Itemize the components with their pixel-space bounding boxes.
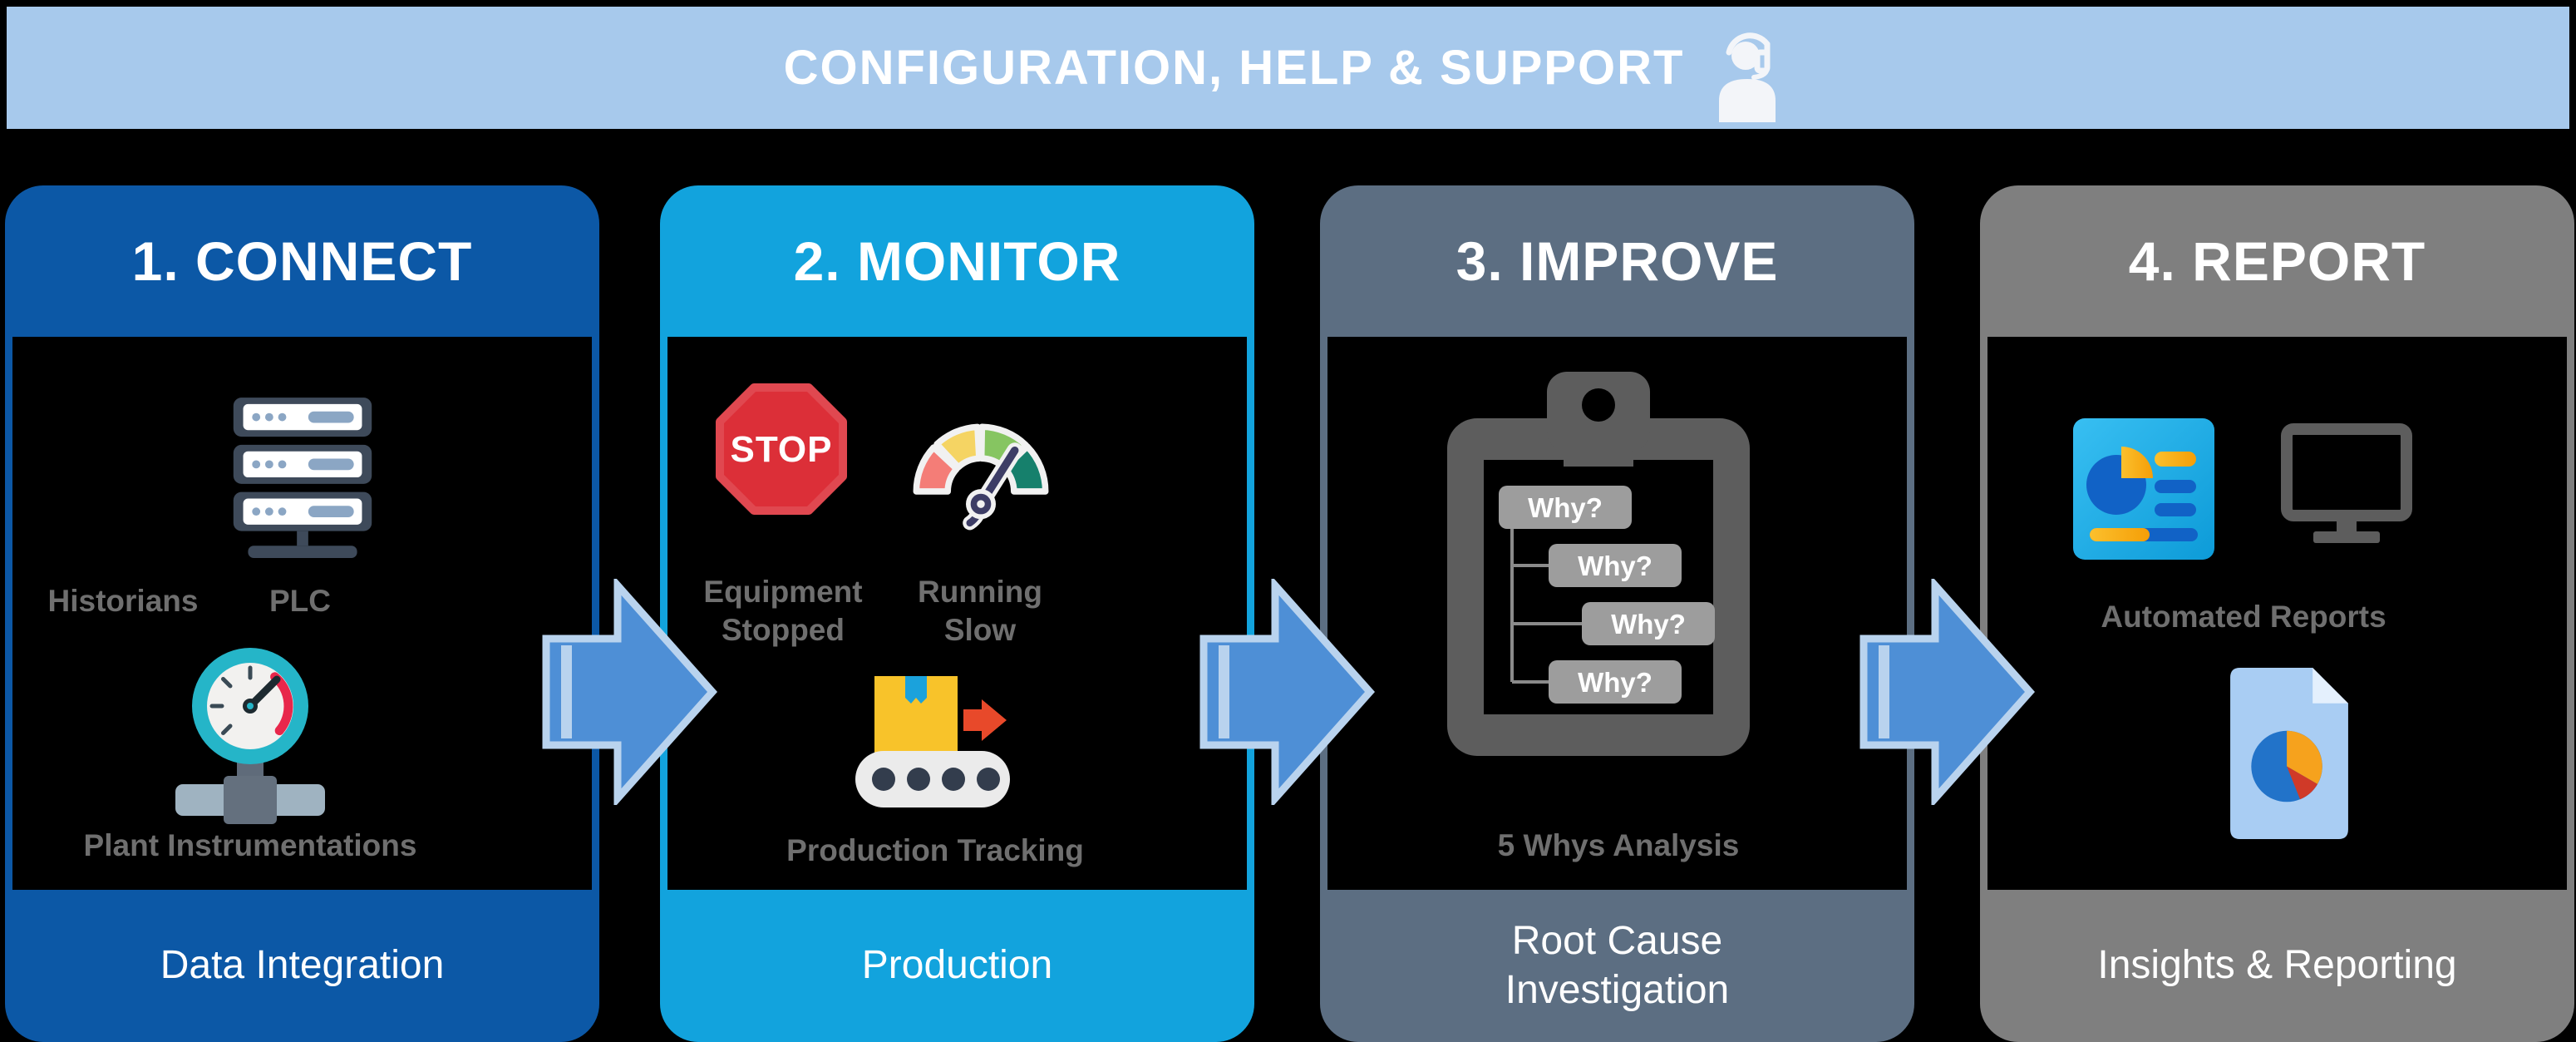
title-bar-text: CONFIGURATION, HELP & SUPPORT (783, 41, 1685, 95)
conveyor-belt-icon (855, 676, 1010, 807)
flow-arrow-icon-2 (1199, 579, 1375, 805)
flow-arrow-icon-1 (542, 579, 717, 805)
card-improve: 3. IMPROVE (1320, 185, 1914, 1042)
dashboard-chart-icon (2073, 418, 2214, 560)
why-box-3: Why? (1611, 609, 1686, 640)
speedometer-icon (913, 423, 1049, 531)
support-agent-icon (1719, 32, 1776, 122)
flow-arrow-icon-3 (1859, 579, 2035, 805)
card-connect-body: Historians PLC Plant Instrume (12, 337, 592, 890)
card-report-title: 4. REPORT (2128, 230, 2426, 292)
why-box-1: Why? (1528, 492, 1603, 523)
card-report: 4. REPORT (1980, 185, 2574, 1042)
card-monitor-header: 2. MONITOR (660, 185, 1254, 337)
card-improve-title: 3. IMPROVE (1455, 230, 1779, 292)
production-tracking-label: Production Tracking (786, 832, 1084, 867)
card-monitor-title: 2. MONITOR (793, 230, 1121, 292)
card-improve-header: 3. IMPROVE (1320, 185, 1914, 337)
card-report-header: 4. REPORT (1980, 185, 2574, 337)
plc-label: PLC (269, 583, 331, 618)
card-connect-footer: Data Integration (160, 943, 445, 988)
card-monitor-body: STOP Equipment Stopped Running Slow (667, 337, 1247, 890)
card-connect-title: 1. CONNECT (131, 230, 473, 292)
pressure-gauge-icon (175, 648, 325, 824)
historians-label: Historians (47, 583, 199, 618)
five-whys-analysis-label: 5 Whys Analysis (1497, 827, 1740, 862)
why-box-4: Why? (1578, 667, 1652, 698)
stop-sign-text: STOP (730, 429, 832, 470)
card-monitor: 2. MONITOR STOP Equi (660, 185, 1254, 1042)
card-improve-body: Why? Why? Why? Why? 5 Whys Analysis (1327, 337, 1907, 890)
card-monitor-footer: Production (861, 943, 1053, 988)
card-report-footer: Insights & Reporting (2097, 943, 2457, 988)
stop-sign-icon: STOP (716, 383, 847, 515)
server-stack-icon (233, 398, 372, 558)
title-bar: CONFIGURATION, HELP & SUPPORT (7, 7, 2569, 129)
automated-reports-label: Automated Reports (2101, 599, 2386, 634)
plant-instrumentations-label: Plant Instrumentations (83, 827, 417, 862)
why-box-2: Why? (1578, 551, 1652, 581)
card-connect: 1. CONNECT (5, 185, 599, 1042)
five-whys-clipboard-icon: Why? Why? Why? Why? (1447, 372, 1750, 756)
monitor-icon (2281, 423, 2412, 543)
card-improve-footer: Root Cause Investigation (1505, 918, 1730, 1012)
card-report-body: Automated Reports (1987, 337, 2567, 890)
running-slow-label: Running Slow (917, 574, 1042, 647)
card-connect-header: 1. CONNECT (5, 185, 599, 337)
equipment-stopped-label: Equipment Stopped (703, 574, 863, 647)
report-document-icon (2230, 668, 2348, 839)
